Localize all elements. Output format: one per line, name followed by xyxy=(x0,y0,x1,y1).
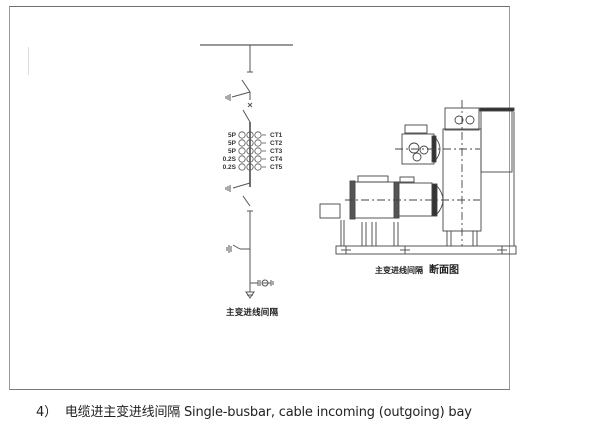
ct-row-5 xyxy=(238,163,266,171)
ct-row-4 xyxy=(238,155,266,163)
ct-accuracy-5: 0.2S xyxy=(222,164,236,171)
ct-name-labels: CT1 CT2 CT3 CT4 CT5 xyxy=(270,132,284,172)
ct-group xyxy=(238,131,266,171)
ct-accuracy-4: 0.2S xyxy=(222,156,236,163)
ct-accuracy-labels: 5P 5P 5P 0.2S 0.2S xyxy=(218,132,236,172)
ct-accuracy-3: 5P xyxy=(228,148,236,155)
single-line-diagram-title: 主变进线间隔 xyxy=(226,308,279,318)
ct-name-5: CT5 xyxy=(270,164,283,171)
breaker-blade xyxy=(242,109,251,123)
section-view-title: 主变进线间隔断面图 xyxy=(375,261,459,276)
top-module xyxy=(444,107,480,131)
disconnector-blade xyxy=(241,79,251,93)
lower-module-left xyxy=(353,181,399,219)
control-cabinet xyxy=(480,109,513,173)
ct-name-4: CT4 xyxy=(270,156,283,163)
frame-mark xyxy=(28,47,29,75)
ct-accuracy-1: 5P xyxy=(228,132,236,139)
figure-caption: 4） 电缆进主变进线间隔 Single-busbar, cable incomin… xyxy=(36,401,472,420)
ct-row-3 xyxy=(238,147,266,155)
section-view-drawing xyxy=(319,100,517,255)
ct-accuracy-2: 5P xyxy=(228,140,236,147)
section-view-title-prefix: 主变进线间隔 xyxy=(375,266,423,275)
figure-frame xyxy=(9,6,510,390)
ct-name-3: CT3 xyxy=(270,148,283,155)
ct-row-1 xyxy=(238,131,266,139)
lower-module-right xyxy=(397,182,433,217)
ct-name-2: CT2 xyxy=(270,140,283,147)
base-frame xyxy=(335,245,517,255)
ct-row-2 xyxy=(238,139,266,147)
operating-box xyxy=(319,203,341,219)
caption-number: 4） xyxy=(36,405,57,420)
section-view-title-suffix: 断面图 xyxy=(429,265,459,276)
ct-name-1: CT1 xyxy=(270,132,283,139)
caption-text: 电缆进主变进线间隔 Single-busbar, cable incoming … xyxy=(64,405,472,420)
